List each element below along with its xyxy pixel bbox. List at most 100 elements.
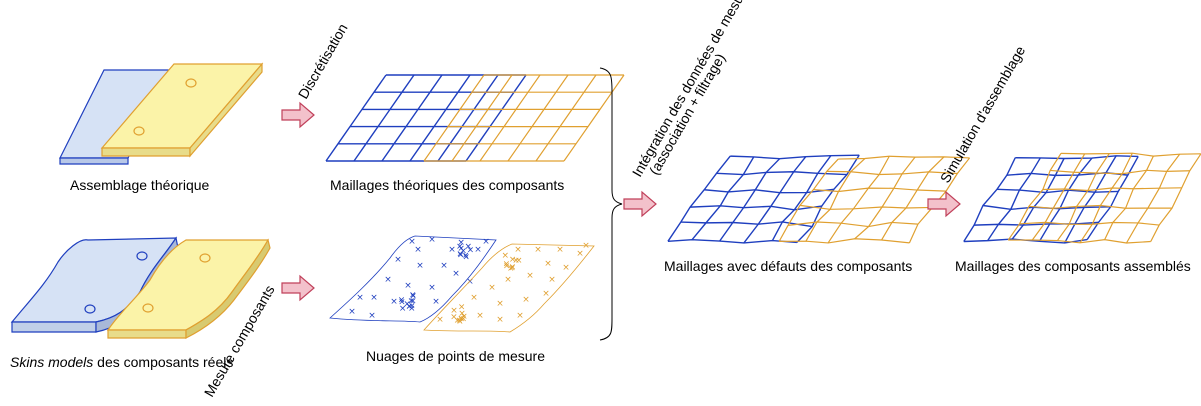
orange-measurement-points: ×××××××××××××××××××××××××××××××××××××××	[436, 241, 590, 327]
measurement-point: ×	[458, 309, 466, 319]
measurement-point: ×	[398, 297, 406, 307]
measurement-point: ×	[370, 293, 378, 303]
assembled-meshes-label: Maillages des composants assemblés	[955, 258, 1191, 274]
blue-measurement-points: ××××××××××××××××××××××××××××××××××××××××…	[348, 235, 490, 321]
measurement-point: ×	[556, 245, 564, 255]
measurement-point: ×	[456, 250, 464, 260]
measurement-point: ×	[462, 251, 470, 261]
mesh-line	[716, 171, 847, 176]
mesh-line	[1056, 153, 1110, 241]
mesh-line	[996, 188, 1119, 194]
mesh-line	[690, 205, 822, 211]
meshes-with-defects-label: Maillages avec défauts des composants	[664, 258, 912, 274]
measurement-point: ×	[542, 289, 550, 299]
mesh-line	[743, 156, 807, 244]
hole-icon	[185, 78, 197, 88]
measurement-point: ×	[562, 263, 570, 273]
measurement-point: ×	[390, 297, 398, 307]
measurement-point: ×	[398, 296, 406, 306]
mesh-line	[838, 155, 970, 160]
measurement-point: ×	[507, 264, 515, 274]
measurement-point: ×	[408, 304, 416, 314]
mesh-line	[805, 158, 866, 242]
hole-icon	[136, 251, 148, 261]
measurement-point: ×	[460, 312, 468, 322]
mesh-line	[325, 74, 387, 162]
measurement-point: ×	[406, 302, 414, 312]
point-cloud-orange: ×××××××××××××××××××××××××××××××××××××××	[423, 241, 595, 333]
measurement-point: ×	[409, 297, 417, 307]
measurement-point: ×	[548, 275, 556, 285]
measurement-point: ×	[408, 237, 416, 247]
mesh-line	[799, 204, 933, 210]
defect-mesh-blue	[667, 154, 860, 244]
measurement-point: ×	[509, 263, 517, 273]
discretisation-arrow	[281, 102, 315, 128]
measurement-point: ×	[504, 275, 512, 285]
hole-icon	[133, 126, 145, 136]
measurement-point: ×	[503, 262, 511, 272]
measurement-point: ×	[515, 256, 523, 266]
measurement-point: ×	[384, 275, 392, 285]
mesh-line	[1007, 153, 1062, 241]
measurement-point: ×	[534, 245, 542, 255]
measurement-point: ×	[414, 245, 422, 255]
measurement-point: ×	[460, 314, 468, 324]
measurement-point: ×	[544, 259, 552, 269]
theoretical-assembly-label: Assemblage théorique	[70, 177, 210, 193]
measurement-point: ×	[403, 300, 411, 310]
measurement-point: ×	[509, 255, 517, 265]
theoretical-meshes-label: Maillages théoriques des composants	[330, 177, 564, 193]
measurement-point: ×	[462, 252, 470, 262]
mesh-line	[881, 156, 945, 241]
mesh-line	[1031, 153, 1086, 241]
measurement-point: ×	[450, 306, 458, 316]
assembly-simulation-arrow	[927, 191, 961, 217]
point-clouds-label: Nuages de points de mesure	[366, 348, 545, 364]
theoretical-mesh-orange	[423, 74, 625, 162]
measurement-point: ×	[516, 311, 524, 321]
measurement-point: ×	[394, 255, 402, 265]
measurement-point: ×	[409, 291, 417, 301]
measurement-point: ×	[458, 315, 466, 325]
mesh-line	[771, 155, 832, 241]
measurement-point: ×	[457, 244, 465, 254]
yellow-plate	[100, 62, 264, 158]
hole-icon	[199, 253, 211, 263]
skin-models-label: Skins models des composants réels	[10, 354, 233, 370]
measurement-point: ×	[356, 293, 364, 303]
measurement-point: ×	[459, 247, 467, 257]
mesh-line	[963, 157, 1016, 242]
measurement-point: ×	[522, 295, 530, 305]
measurement-point: ×	[454, 316, 462, 326]
measurement-point: ×	[458, 303, 466, 313]
measurement-point: ×	[466, 277, 474, 287]
mesh-line	[779, 238, 910, 244]
measurement-point: ×	[399, 304, 407, 314]
mesh-line	[1079, 152, 1133, 244]
measurement-point: ×	[474, 245, 482, 255]
measurement-point: ×	[470, 293, 478, 303]
measurement-point: ×	[368, 311, 376, 321]
assembled-mesh-orange	[1007, 152, 1201, 244]
measurement-point: ×	[428, 283, 436, 293]
mesh-line	[1125, 153, 1181, 244]
mesh-line	[680, 221, 813, 228]
measurement-point: ×	[467, 245, 475, 255]
mesh-line	[827, 155, 890, 244]
measurement-point: ×	[452, 269, 460, 279]
measurement-point: ×	[448, 245, 456, 255]
mesh-line	[813, 187, 947, 193]
measurement-point: ×	[464, 242, 472, 252]
measurement-point: ×	[482, 237, 490, 247]
mesh-line	[353, 74, 415, 162]
measurement-point: ×	[406, 302, 414, 312]
measurement-point: ×	[457, 314, 465, 324]
hole-icon	[142, 303, 154, 313]
merge-brace	[599, 67, 623, 341]
mesh-line	[667, 239, 797, 244]
measurement-point: ×	[456, 317, 464, 327]
measurement-point: ×	[496, 299, 504, 309]
hole-icon	[84, 304, 96, 314]
mesh-line	[730, 154, 860, 160]
